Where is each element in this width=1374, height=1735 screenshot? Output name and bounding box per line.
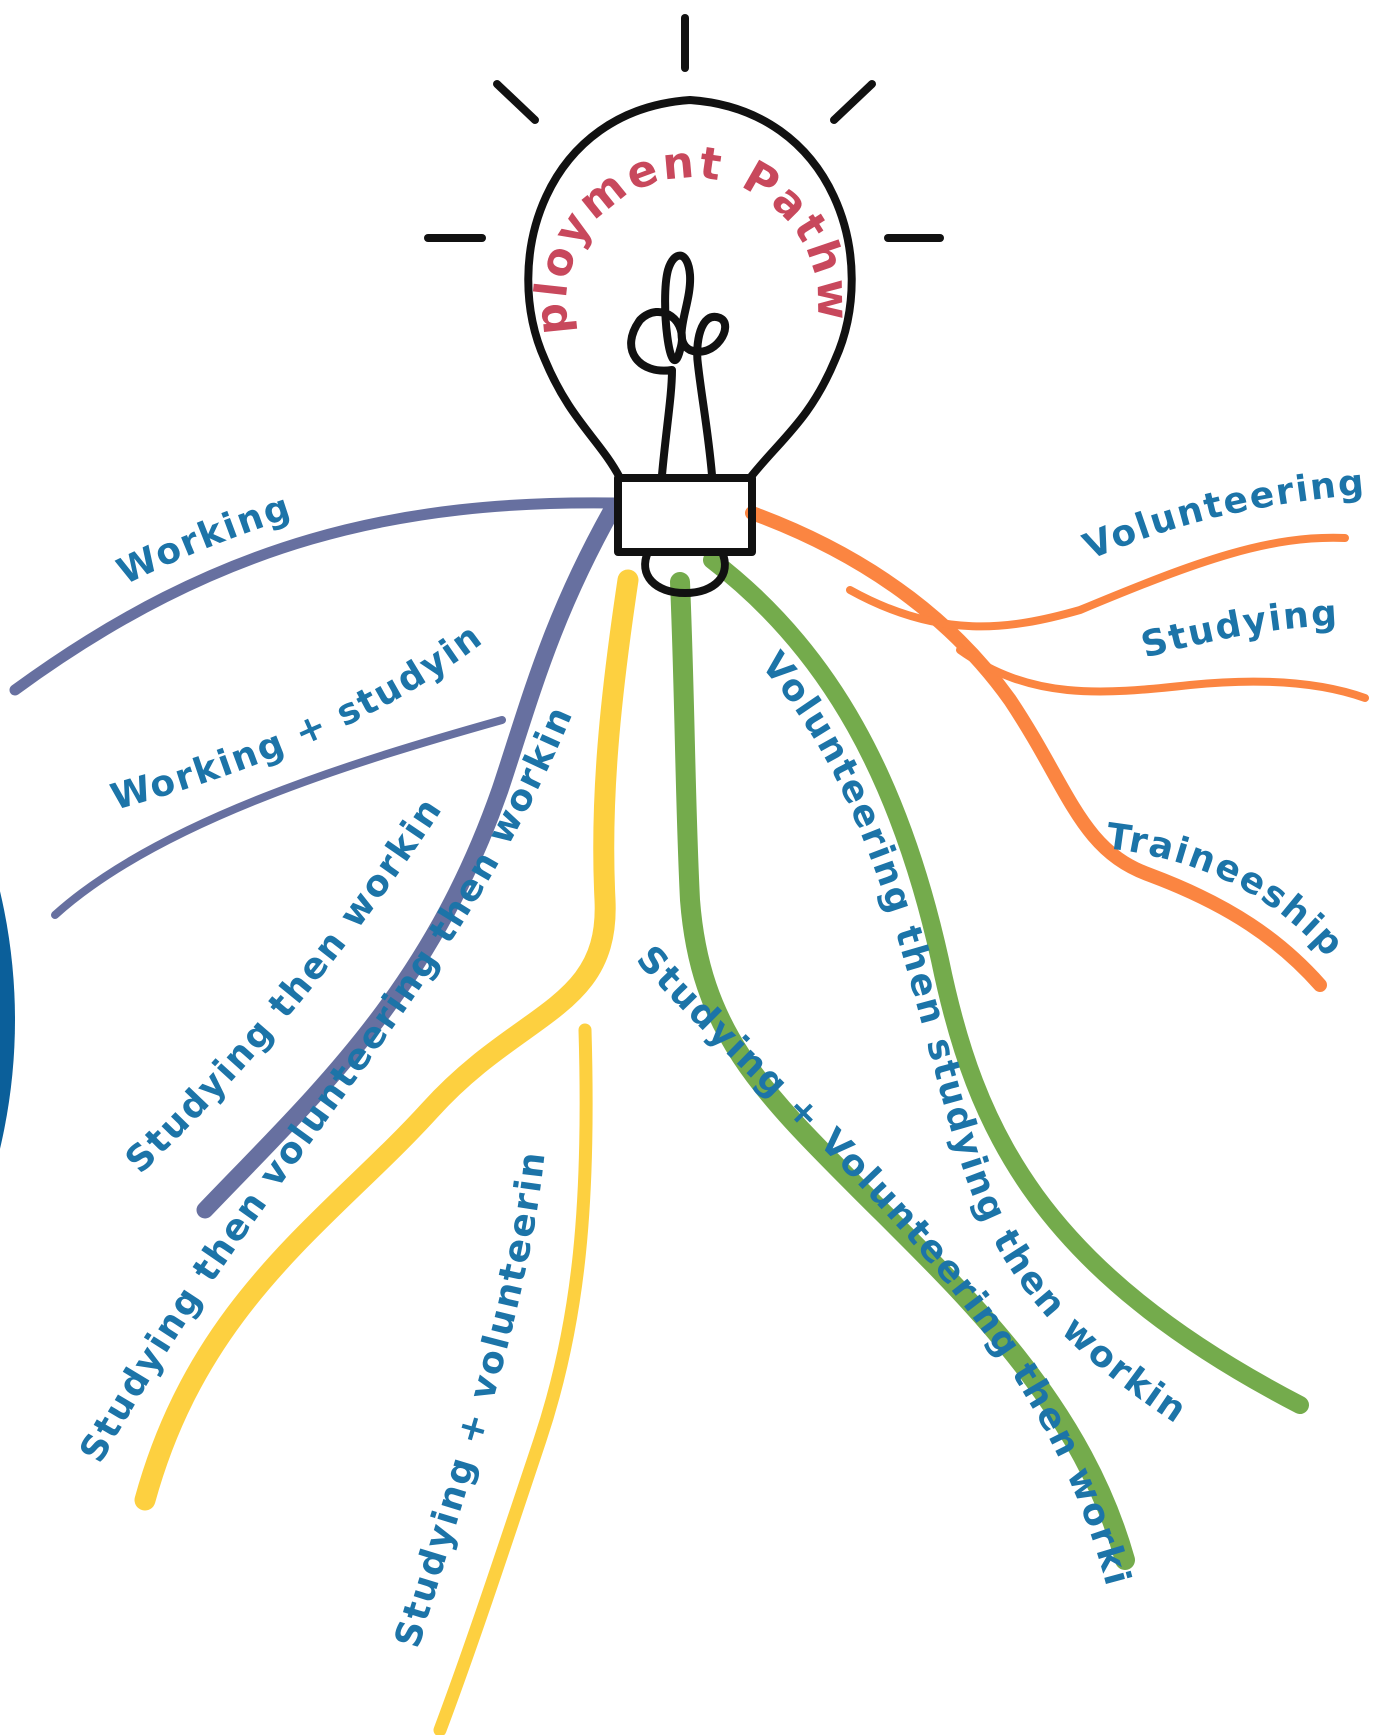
bulb-base — [614, 474, 756, 556]
branch-working — [9, 497, 621, 696]
label-studying: Studying — [1137, 593, 1340, 667]
yellow-branches — [134, 569, 639, 1735]
orange-branches — [745, 506, 1369, 992]
branch-working-studying — [51, 716, 506, 919]
title-text: Employment Pathways — [0, 0, 855, 337]
title: Employment Pathways — [0, 0, 858, 337]
branch-volunteering-then-studying-then-working — [703, 551, 1309, 1414]
bulb-tip — [641, 548, 729, 597]
light-rays — [424, 14, 944, 242]
branch-studying-volunteering — [433, 1023, 593, 1735]
green-branches — [670, 551, 1309, 1570]
label-studying-volunteering: Studying + volunteering — [0, 0, 554, 1652]
label-working-studying: Working + studying — [0, 0, 491, 819]
branch-studying — [956, 646, 1369, 702]
branch-studying-then-working — [196, 499, 622, 1219]
branch-studying-then-volunteering — [134, 569, 639, 1511]
purple-branches — [9, 497, 622, 1219]
branch-studying-volunteering-then-working — [670, 572, 1135, 1570]
light-bulb-icon — [424, 14, 944, 597]
branch-volunteering — [846, 533, 1349, 631]
bulb-filament — [627, 251, 730, 479]
bulb-glass — [524, 96, 856, 482]
corner-decoration — [0, 891, 15, 1149]
branch-traineeship — [745, 506, 1327, 992]
label-traineeship: Traineeship — [1104, 816, 1353, 965]
